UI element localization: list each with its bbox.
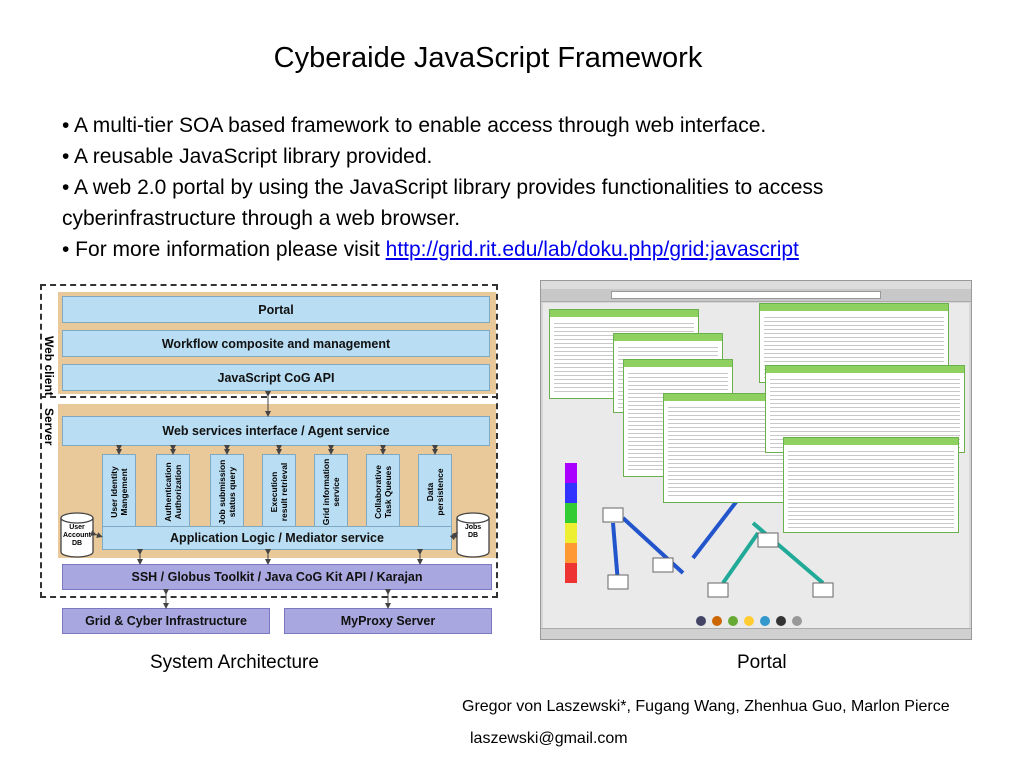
server-label: Server <box>42 408 56 446</box>
service-execution: Execution result retrieval <box>262 454 296 530</box>
service-task-queues: Collaborative Task Queues <box>366 454 400 530</box>
results-window <box>783 437 959 533</box>
bullet-item: • A reusable JavaScript library provided… <box>62 145 433 168</box>
slide-title: Cyberaide JavaScript Framework <box>273 42 703 74</box>
browser-statusbar <box>541 628 971 639</box>
app-logic-box: Application Logic / Mediator service <box>102 526 452 550</box>
workflow-graph <box>565 463 834 598</box>
database-icon <box>456 512 490 558</box>
bullet-list: • A multi-tier SOA based framework to en… <box>62 110 962 265</box>
architecture-caption: System Architecture <box>150 652 319 673</box>
info-link[interactable]: http://grid.rit.edu/lab/doku.php/grid:ja… <box>385 238 799 261</box>
portal-box: Portal <box>62 296 490 323</box>
service-authentication: Authentication Authorization <box>156 454 190 530</box>
browser-titlebar <box>541 281 971 289</box>
portal-screenshot <box>540 280 972 640</box>
browser-url-bar <box>611 291 881 299</box>
system-architecture-diagram: Web client Server Portal Workflow compos… <box>40 284 500 640</box>
connector-arrows <box>90 391 459 609</box>
authors: Gregor von Laszewski*, Fugang Wang, Zhen… <box>462 698 950 715</box>
email: laszewski@gmail.com <box>470 730 628 747</box>
jobs-db: Jobs DB <box>456 512 490 558</box>
myproxy-box: MyProxy Server <box>284 608 492 634</box>
bullet-item: • A multi-tier SOA based framework to en… <box>62 114 767 137</box>
bullet-item: • A web 2.0 portal by using the JavaScri… <box>62 176 824 230</box>
browser-toolbar <box>541 289 971 302</box>
portal-desktop <box>543 303 969 629</box>
web-client-label: Web client <box>42 336 56 396</box>
dock-icons <box>696 616 802 626</box>
bullet-item-more-info: • For more information please visit http… <box>62 234 962 265</box>
more-info-text: • For more information please visit <box>62 238 386 261</box>
cog-api-box: JavaScript CoG API <box>62 364 490 391</box>
toolkit-box: SSH / Globus Toolkit / Java CoG Kit API … <box>62 564 492 590</box>
portal-caption: Portal <box>737 652 787 673</box>
outer-boundary <box>40 284 498 598</box>
database-icon <box>60 512 94 558</box>
user-account-db: User Account DB <box>60 512 94 558</box>
web-services-box: Web services interface / Agent service <box>62 416 490 446</box>
workflow-box: Workflow composite and management <box>62 330 490 357</box>
